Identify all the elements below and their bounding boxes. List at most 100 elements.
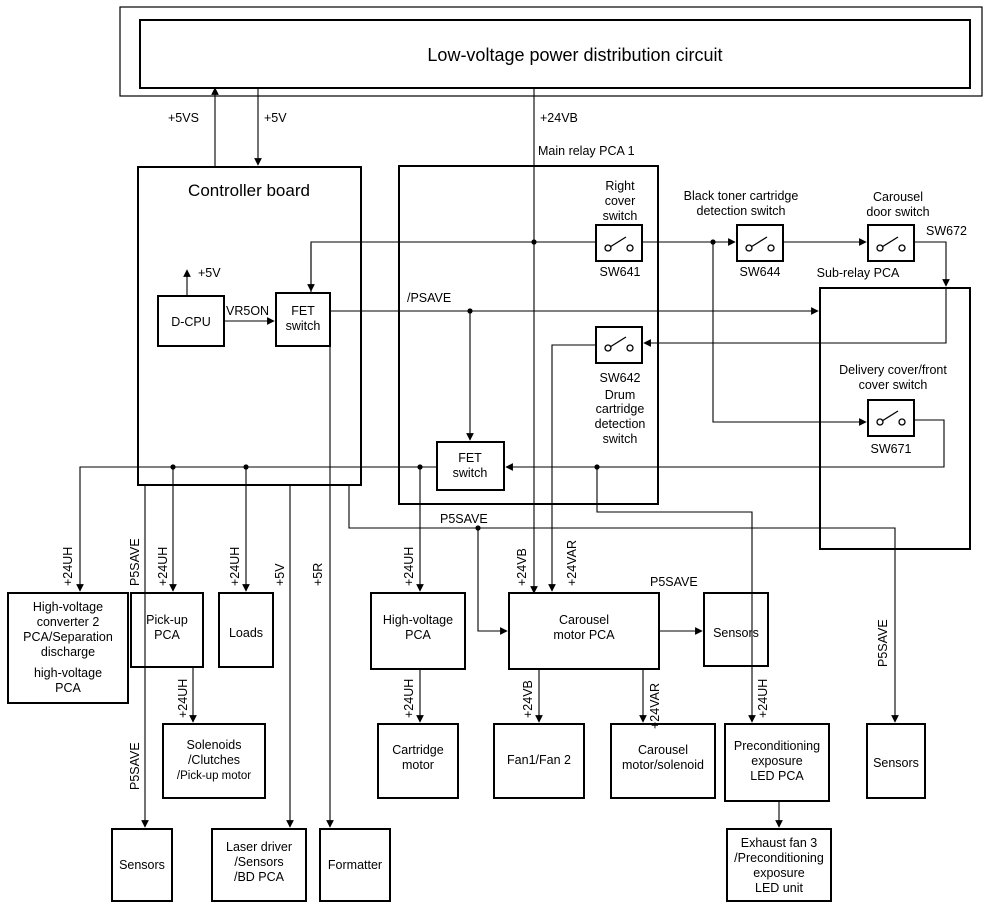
hv-converter-line1: High-voltage xyxy=(33,600,103,614)
carousel-motor-pca-line1: Carousel xyxy=(559,613,609,627)
solenoids-line3: /Pick-up motor xyxy=(177,770,251,782)
signal-hvpca-24uh-label: +24UH xyxy=(402,547,416,586)
sw644-name-line2: detection switch xyxy=(697,204,786,218)
signal-carousel-24var-label: +24VAR xyxy=(565,540,579,586)
pickup-pca-line1: Pick-up xyxy=(146,613,188,627)
signal-24vb-top-label: +24VB xyxy=(540,111,578,125)
lvpd-box xyxy=(139,19,971,89)
hv-converter-line3: PCA/Separation xyxy=(23,630,113,644)
signal-right-p5save-label: P5SAVE xyxy=(876,619,890,667)
signal-solenoid-24uh-label: +24UH xyxy=(176,679,190,718)
signal-precond-24uh-label: +24UH xyxy=(756,679,770,718)
dcpu-label: D-CPU xyxy=(171,315,211,329)
carousel-motor-solenoid-line2: motor/solenoid xyxy=(622,758,704,772)
sw644-id: SW644 xyxy=(740,265,781,279)
hv-pca-box xyxy=(370,592,466,670)
sw641-name-line1: Right xyxy=(605,179,635,193)
sw671-id: SW671 xyxy=(871,442,912,456)
fet-switch-2-line2: switch xyxy=(453,466,488,480)
cartridge-motor-box xyxy=(377,723,459,799)
pickup-pca-box xyxy=(130,592,204,668)
exhaust-fan-line3: exposure xyxy=(753,866,804,880)
sw642-id: SW642 xyxy=(600,371,641,385)
sensors-c-box xyxy=(866,723,926,799)
exhaust-fan-box xyxy=(726,828,832,902)
fet-switch-1-box xyxy=(275,292,331,347)
sensors-b-box xyxy=(111,828,173,902)
fet-switch-2-box xyxy=(436,441,505,491)
formatter-box xyxy=(319,828,391,902)
signal-carmotor-24var-label: +24VAR xyxy=(648,683,662,729)
signal-pickup-24uh-label: +24UH xyxy=(156,547,170,586)
carousel-motor-solenoid-line1: Carousel xyxy=(638,743,688,757)
signal-p5save-bus-label: P5SAVE xyxy=(440,512,488,526)
hv-pca-line1: High-voltage xyxy=(383,613,453,627)
sw672-id: SW672 xyxy=(926,224,967,238)
sub-relay-pca-label: Sub-relay PCA xyxy=(817,266,900,280)
carousel-motor-pca-box xyxy=(508,592,660,670)
sensors-a-box xyxy=(703,592,769,667)
hv-converter-line4: discharge xyxy=(41,645,95,659)
sw641-name-line2: cover xyxy=(605,194,636,208)
junction-dots xyxy=(170,239,716,531)
signal-loads-24uh-label: +24UH xyxy=(228,547,242,586)
signal-5v-top-label: +5V xyxy=(264,111,287,125)
solenoids-line1: Solenoids xyxy=(187,738,242,752)
signal-pickup-p5save-label: P5SAVE xyxy=(128,538,142,586)
signal-psave-label: /PSAVE xyxy=(407,291,451,305)
sw642-name-line2: cartridge xyxy=(596,402,645,416)
sw671-switch-icon xyxy=(867,399,915,437)
fet-switch-1-line1: FET xyxy=(291,304,315,318)
lvpd-label: Low-voltage power distribution circuit xyxy=(427,45,722,65)
hv-converter-box xyxy=(7,592,129,704)
sw642-switch-icon xyxy=(595,326,643,364)
sw644-switch-icon xyxy=(736,224,784,262)
signal-fans-24vb-label: +24VB xyxy=(521,680,535,718)
signal-vr5on-label: VR5ON xyxy=(226,304,269,318)
main-relay-pca-label: Main relay PCA 1 xyxy=(538,144,635,158)
signal-carousel-p5save-label: P5SAVE xyxy=(650,575,698,589)
pickup-pca-line2: PCA xyxy=(154,628,180,642)
controller-board-label: Controller board xyxy=(188,181,310,200)
precond-led-pca-line3: LED PCA xyxy=(750,769,804,783)
hv-converter-line2: converter 2 xyxy=(37,615,100,629)
precond-led-pca-line1: Preconditioning xyxy=(734,739,820,753)
formatter-label: Formatter xyxy=(328,858,382,872)
sub-relay-pca-box xyxy=(819,287,971,550)
sw672-name-line1: Carousel xyxy=(873,190,923,204)
laser-driver-line3: /BD PCA xyxy=(234,870,285,884)
exhaust-fan-line1: Exhaust fan 3 xyxy=(741,836,817,850)
precond-led-pca-line2: exposure xyxy=(751,754,802,768)
signal-carousel-24vb-label: +24VB xyxy=(515,548,529,586)
fans-box xyxy=(493,723,585,799)
hv-converter-line6: PCA xyxy=(55,681,81,695)
hv-converter-line5: high-voltage xyxy=(34,666,102,680)
sw644-name-line1: Black toner cartridge xyxy=(684,189,799,203)
sw641-id: SW641 xyxy=(600,265,641,279)
sw672-switch-icon xyxy=(867,224,915,262)
exhaust-fan-line2: /Preconditioning xyxy=(734,851,824,865)
loads-label: Loads xyxy=(229,626,263,640)
signal-5v-cpu-label: +5V xyxy=(198,266,221,280)
laser-driver-line1: Laser driver xyxy=(226,840,292,854)
signal-5vs-label: +5VS xyxy=(168,111,199,125)
sensors-c-label: Sensors xyxy=(873,756,919,770)
wires xyxy=(76,87,950,828)
cartridge-motor-line1: Cartridge xyxy=(392,743,443,757)
signal-cartmotor-24uh-label: +24UH xyxy=(402,679,416,718)
sensors-b-label: Sensors xyxy=(119,858,165,872)
fet-switch-1-line2: switch xyxy=(286,319,321,333)
signal-formatter-5r-label: +5R xyxy=(311,563,325,586)
laser-driver-line2: /Sensors xyxy=(234,855,283,869)
fet-switch-2-line1: FET xyxy=(458,451,482,465)
sw642-name-line1: Drum xyxy=(605,388,636,402)
sw672-name-line2: door switch xyxy=(866,205,929,219)
sw642-name-line3: detection xyxy=(595,417,646,431)
carousel-motor-pca-line2: motor PCA xyxy=(553,628,615,642)
sw641-switch-icon xyxy=(595,224,643,262)
solenoids-box xyxy=(162,723,266,799)
precond-led-pca-box xyxy=(724,723,830,802)
sensors-a-label: Sensors xyxy=(713,626,759,640)
sw642-name-line4: switch xyxy=(603,432,638,446)
